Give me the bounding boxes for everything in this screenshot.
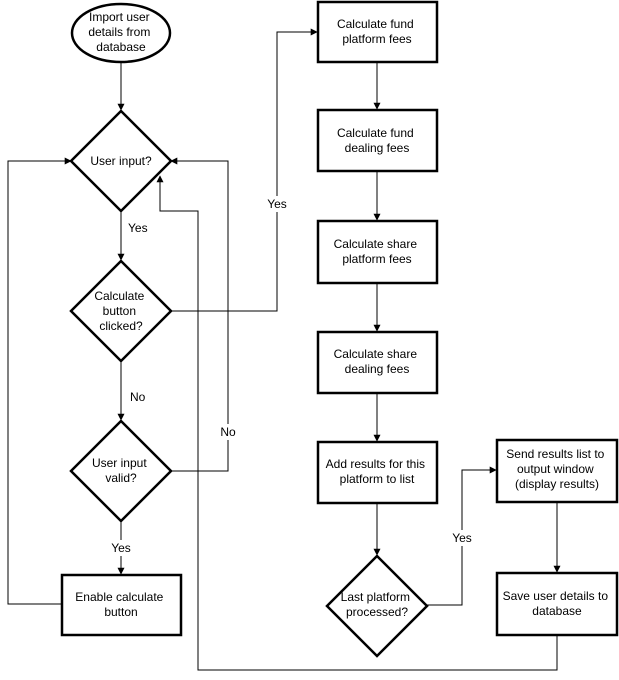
- label-calc-clicked-no: No: [130, 390, 146, 404]
- edge-input-valid-no: [170, 157, 229, 472]
- edge-labels: Yes Yes No No Yes Yes: [110, 196, 474, 556]
- node-last-platform-decision: Last platform processed?: [325, 554, 429, 658]
- edge-calc-clicked-yes: [171, 28, 318, 312]
- node-share-dealing-fees-label: Calculate share dealing fees: [334, 347, 421, 376]
- node-input-valid-decision: User input valid?: [69, 419, 173, 523]
- label-last-platform-yes: Yes: [452, 531, 472, 545]
- label-calc-clicked-yes: Yes: [267, 197, 287, 211]
- node-input-valid-label: User input valid?: [92, 456, 150, 485]
- node-import-user-details-label: Import user details from database: [88, 10, 153, 54]
- nodes: Import user details from database User i…: [60, 0, 619, 658]
- node-share-platform-fees-label: Calculate share platform fees: [334, 237, 421, 266]
- label-input-valid-yes: Yes: [111, 541, 131, 555]
- node-user-input-decision: User input?: [69, 109, 173, 213]
- node-enable-calculate: Enable calculate button: [60, 573, 183, 637]
- node-import-user-details: Import user details from database: [70, 2, 172, 64]
- node-send-results: Send results list to output window (disp…: [495, 438, 619, 504]
- node-calculate-clicked-label: Calculate button clicked?: [94, 289, 147, 333]
- node-fund-platform-fees-label: Calculate fund platform fees: [337, 17, 417, 46]
- node-fund-dealing-fees-label: Calculate fund dealing fees: [337, 126, 417, 155]
- label-input-valid-no: No: [220, 425, 236, 439]
- node-last-platform-label: Last platform processed?: [341, 590, 414, 619]
- node-add-results: Add results for this platform to list: [316, 440, 439, 505]
- edge-enable-to-user-input: [7, 157, 72, 605]
- node-add-results-label: Add results for this platform to list: [326, 457, 429, 486]
- node-fund-dealing-fees: Calculate fund dealing fees: [316, 108, 439, 173]
- node-calculate-clicked-decision: Calculate button clicked?: [69, 259, 173, 363]
- node-enable-calculate-label: Enable calculate button: [75, 590, 166, 619]
- label-user-input-yes: Yes: [128, 221, 148, 235]
- node-send-results-label: Send results list to output window (disp…: [506, 447, 607, 491]
- edge-save-to-user-input: [156, 175, 558, 671]
- node-share-platform-fees: Calculate share platform fees: [316, 219, 439, 285]
- node-share-dealing-fees: Calculate share dealing fees: [316, 330, 439, 395]
- node-user-input-label: User input?: [90, 154, 152, 168]
- node-fund-platform-fees: Calculate fund platform fees: [316, 0, 439, 64]
- node-save-user-details: Save user details to database: [495, 571, 619, 637]
- node-save-user-details-label: Save user details to database: [503, 589, 612, 618]
